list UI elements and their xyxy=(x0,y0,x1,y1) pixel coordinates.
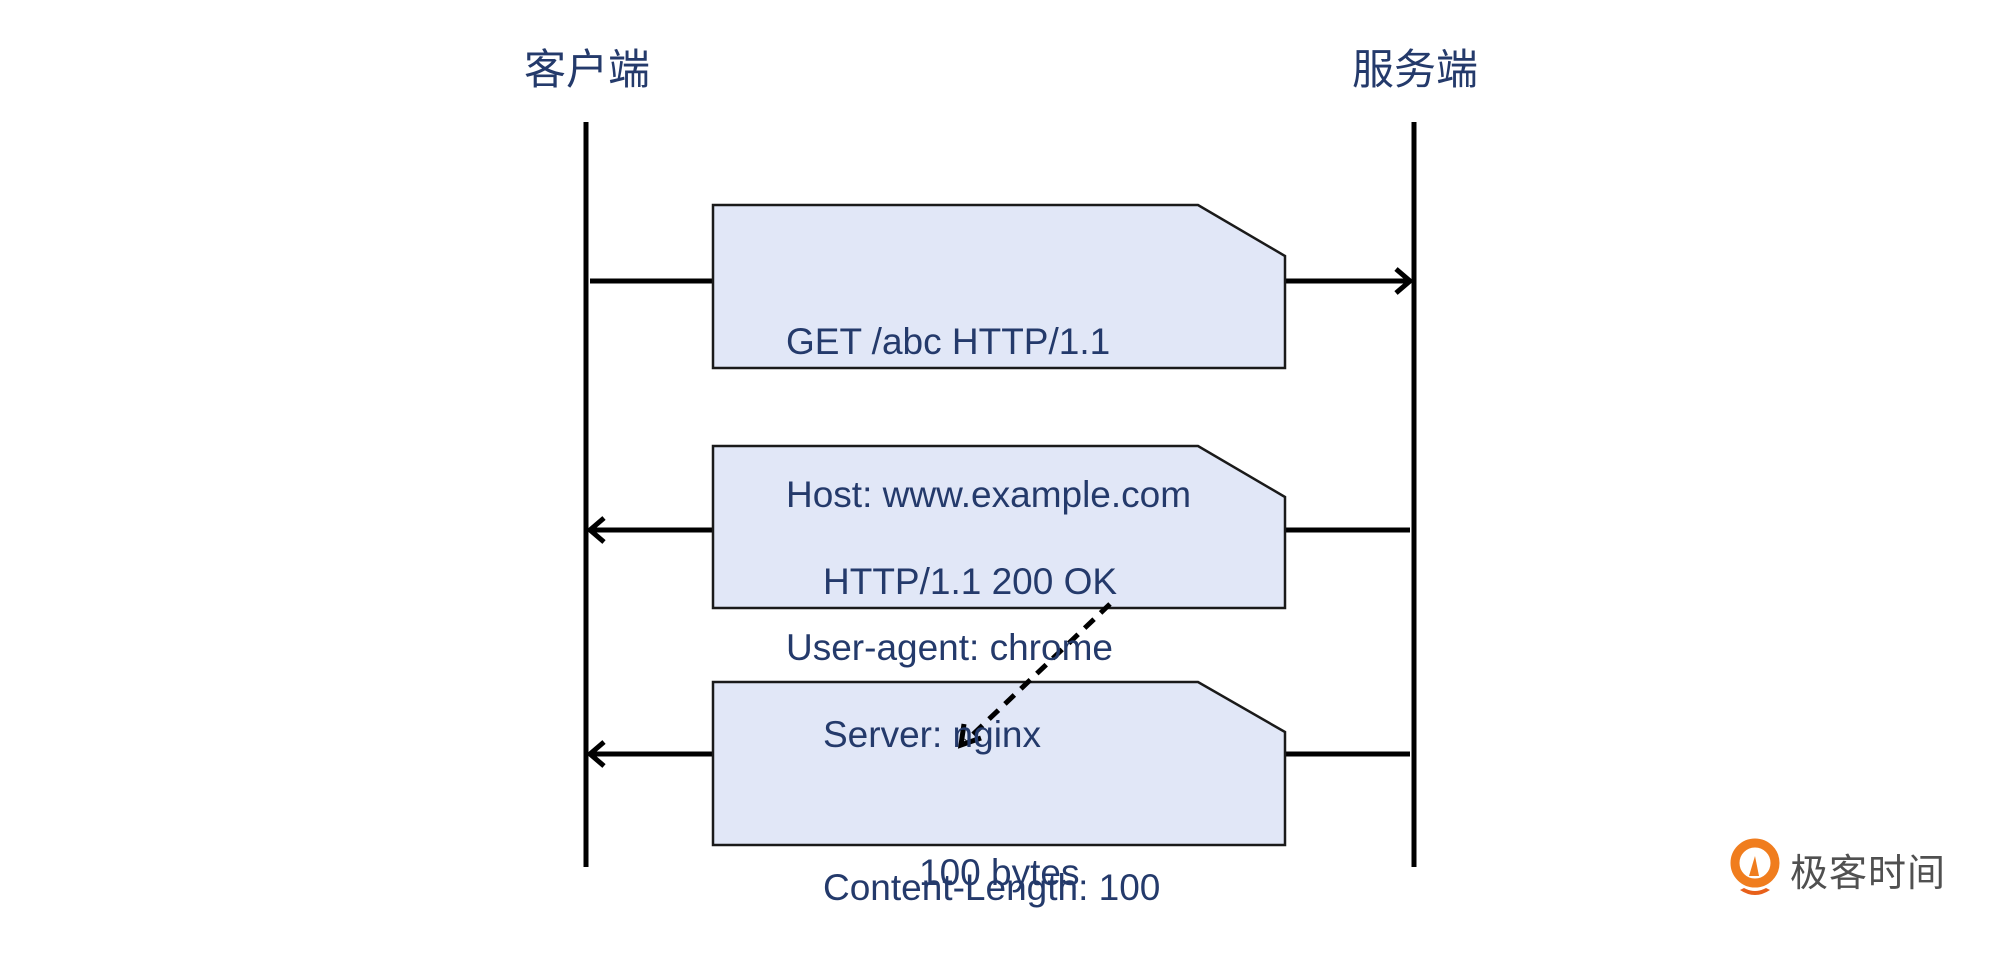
sequence-diagram xyxy=(583,122,1417,867)
request-message-box xyxy=(711,203,1287,370)
response-message-box xyxy=(711,444,1287,610)
request-arrowhead xyxy=(1394,267,1414,295)
geektime-logo: 极客时间 xyxy=(1728,838,1946,900)
content-length-dashed-arrow xyxy=(964,602,1112,743)
response-server-header: Server: nginx xyxy=(823,714,1041,755)
client-participant-label: 客户端 xyxy=(524,45,651,94)
response-content-length-header: Content-Length: 100 xyxy=(823,867,1161,908)
dashed-arrowhead xyxy=(957,723,982,749)
body-bytes-label: 100 bytes xyxy=(919,852,1080,893)
response-text: HTTP/1.1 200 OK Server: nginx Content-Le… xyxy=(823,454,1160,964)
request-host-header: Host: www.example.com xyxy=(786,474,1192,515)
body-text: 100 bytes xyxy=(919,745,1079,949)
request-user-agent-header: User-agent: chrome xyxy=(786,627,1113,668)
geektime-logo-icon xyxy=(1730,838,1780,895)
server-participant-label: 服务端 xyxy=(1352,45,1479,94)
body-arrowhead xyxy=(586,740,606,768)
body-message-box xyxy=(711,680,1287,847)
request-line: GET /abc HTTP/1.1 xyxy=(786,321,1111,362)
response-arrowhead xyxy=(586,516,606,544)
request-text: GET /abc HTTP/1.1 Host: www.example.com … xyxy=(786,214,1191,724)
geektime-logo-text: 极客时间 xyxy=(1790,850,1947,895)
response-status-line: HTTP/1.1 200 OK xyxy=(823,561,1118,602)
